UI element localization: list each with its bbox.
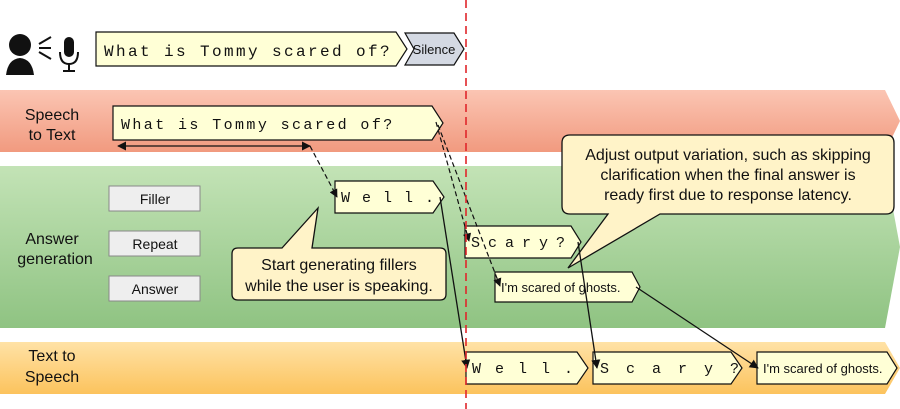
tts-filler-text: Well. xyxy=(472,361,587,378)
repeat-token-box xyxy=(464,225,582,259)
filler-button-label: Filler xyxy=(140,191,171,207)
filler-token-box xyxy=(334,180,445,214)
stt-lane-label-1: Speech xyxy=(25,107,79,124)
stt-lane-label-2: to Text xyxy=(29,127,76,144)
filler-button[interactable]: Filler xyxy=(108,185,201,212)
left-callout xyxy=(231,205,447,301)
top-utterance-text: What is Tommy scared of? xyxy=(104,43,392,61)
repeat-token-text: Scary? xyxy=(471,235,573,252)
right-callout-line2: clarification when the final answer is xyxy=(600,167,855,184)
connector-stt-to-answer xyxy=(437,124,502,287)
silence-box xyxy=(403,32,465,66)
answer-token-text: I'm scared of ghosts. xyxy=(501,280,621,295)
tts-lane-label-2: Speech xyxy=(25,369,79,386)
connector-answer-to-tts xyxy=(635,286,759,369)
answer-button-label: Answer xyxy=(132,281,179,297)
stt-utterance-text: What is Tommy scared of? xyxy=(121,117,395,134)
right-callout-line3: ready first due to response latency. xyxy=(604,187,852,204)
right-callout xyxy=(561,134,895,269)
tts-lane-label-1: Text to xyxy=(28,348,75,365)
speaking-person-icon xyxy=(6,34,52,75)
top-utterance-box xyxy=(95,31,408,67)
answer-lane-label-2: generation xyxy=(17,251,93,268)
tts-answer-box xyxy=(756,351,898,385)
stt-utterance-box xyxy=(112,105,444,141)
answer-token-box xyxy=(494,271,641,303)
tts-repeat-text: Scary? xyxy=(600,361,756,378)
repeat-button[interactable]: Repeat xyxy=(108,230,201,257)
left-callout-line2: while the user is speaking. xyxy=(244,278,433,295)
connector-filler-to-tts xyxy=(439,196,471,369)
connector-stt-to-repeat xyxy=(435,121,472,242)
left-callout-line1: Start generating fillers xyxy=(261,257,417,274)
connector-stt-to-filler xyxy=(309,145,338,198)
microphone-icon xyxy=(59,37,79,72)
silence-label: Silence xyxy=(413,42,456,57)
answer-button[interactable]: Answer xyxy=(108,275,201,302)
tts-answer-text: I'm scared of ghosts. xyxy=(763,361,883,376)
connector-repeat-to-tts xyxy=(577,241,601,369)
tts-repeat-box xyxy=(592,351,743,385)
answer-lane-label-1: Answer xyxy=(25,231,79,248)
filler-token-text: Well. xyxy=(341,190,446,207)
repeat-button-label: Repeat xyxy=(132,236,177,252)
right-callout-line1: Adjust output variation, such as skippin… xyxy=(585,147,871,164)
